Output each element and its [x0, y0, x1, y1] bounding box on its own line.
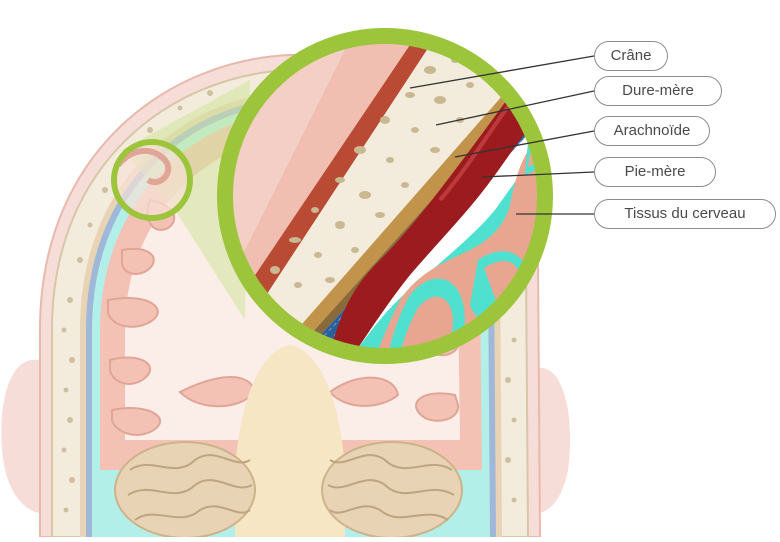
cerebellum	[114, 441, 463, 539]
zoom-source-circle	[111, 139, 193, 221]
leader-line-pie-mere	[481, 171, 595, 178]
label-arachnoide: Arachnoïde	[594, 116, 710, 146]
brain-stem	[235, 345, 345, 537]
hemorrhage	[332, 36, 545, 356]
leader-line-dure-mere	[435, 90, 595, 126]
label-pie-mere: Pie-mère	[594, 157, 716, 187]
leader-line-arachnoide	[454, 130, 595, 158]
label-tissus-du-cerveau: Tissus du cerveau	[594, 199, 776, 229]
scalp-vessel	[235, 36, 440, 320]
skull-band	[250, 36, 545, 330]
label-crane: Crâne	[594, 41, 668, 71]
label-dure-mere: Dure-mère	[594, 76, 722, 106]
leader-lines	[409, 55, 595, 215]
leader-line-crane	[409, 55, 595, 89]
